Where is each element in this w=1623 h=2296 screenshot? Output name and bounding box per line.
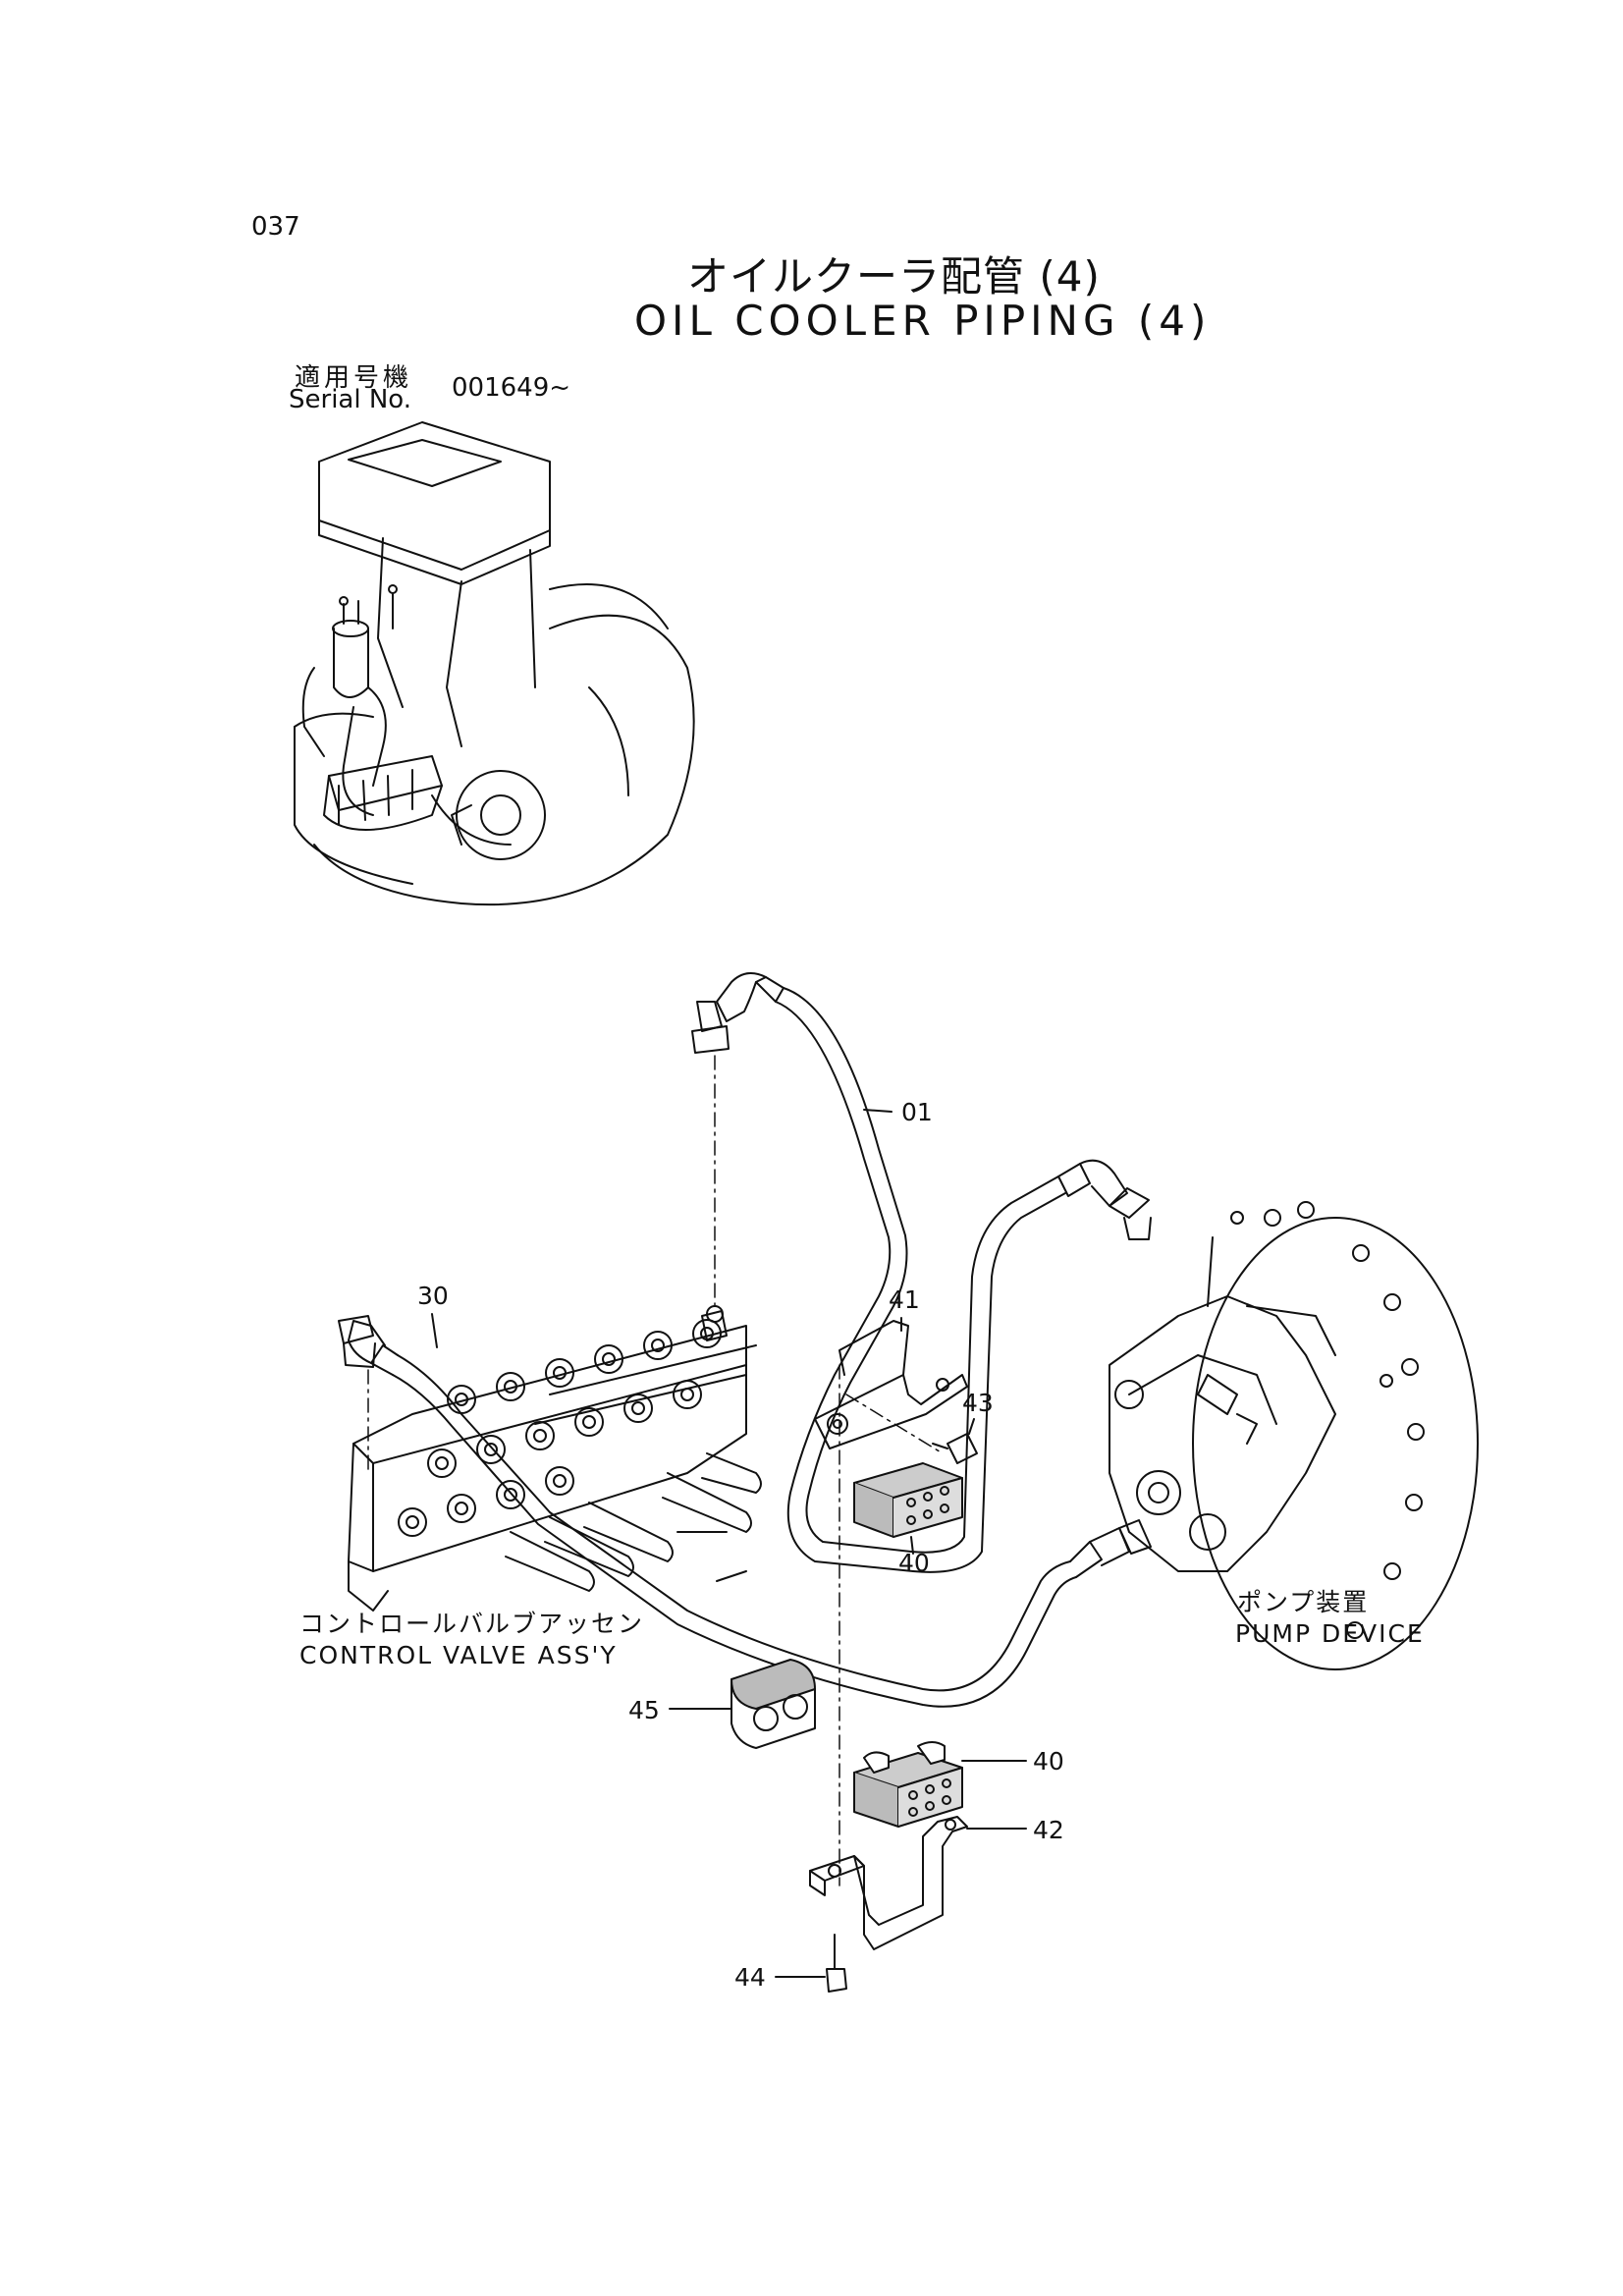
callout-45: 45: [628, 1696, 660, 1724]
pump-device: [1109, 1201, 1479, 1670]
leader-01: [863, 1109, 893, 1113]
leader-40-upper: [910, 1536, 914, 1555]
bolt-44: [826, 1934, 847, 1993]
callout-42: 42: [1033, 1816, 1064, 1844]
bolt-43: [932, 1433, 978, 1464]
title-english: OIL COOLER PIPING (4): [634, 297, 1212, 345]
callout-40-lower: 40: [1033, 1747, 1064, 1776]
caption-pump-jp: ポンプ装置: [1237, 1588, 1369, 1616]
bracket-42: [809, 1816, 968, 1950]
pipe-30: [338, 1315, 1152, 1708]
serial-label-japanese: 適用号機: [295, 363, 413, 393]
rubber-block-45: [730, 1659, 816, 1749]
caption-pump-en: PUMP DEVICE: [1235, 1619, 1425, 1648]
clamp-block-40-lower: [853, 1741, 963, 1828]
alignment-lines: [367, 1055, 944, 1886]
serial-label-english: Serial No.: [289, 385, 411, 414]
caption-control-valve-en: CONTROL VALVE ASS'Y: [299, 1641, 618, 1669]
callout-43: 43: [962, 1389, 994, 1417]
caption-control-valve-jp: コントロールバルブアッセン: [299, 1610, 644, 1638]
machine-overview-illustration: [294, 421, 695, 906]
leader-43: [968, 1418, 975, 1435]
title-japanese: オイルクーラ配管 (4): [687, 252, 1101, 301]
control-valve-assembly: [348, 1305, 762, 1612]
leader-30: [431, 1313, 438, 1348]
serial-number-value: 001649~: [452, 373, 571, 403]
bracket-41: [814, 1320, 968, 1449]
callout-30: 30: [417, 1282, 449, 1310]
callout-44: 44: [734, 1963, 766, 1992]
pipe-01: [691, 972, 1152, 1573]
page-number: 037: [251, 212, 300, 242]
callout-41: 41: [889, 1285, 920, 1314]
callout-01: 01: [901, 1098, 933, 1126]
clamp-block-40-upper: [853, 1462, 963, 1538]
